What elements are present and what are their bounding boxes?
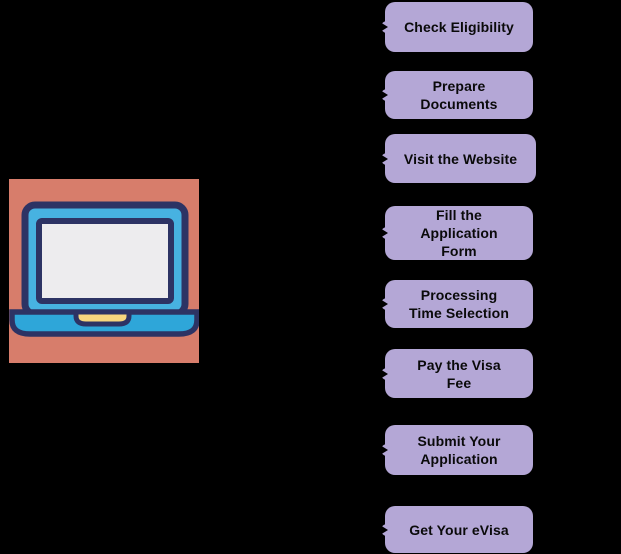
step-box-fill-application-form: Fill the Application Form [380, 206, 533, 260]
arrowhead-icon [380, 88, 393, 102]
step-label: Fill the Application Form [420, 207, 498, 259]
arrowhead-icon [380, 523, 393, 537]
step-box-processing-time: Processing Time Selection [380, 280, 533, 328]
step-box-check-eligibility: Check Eligibility [380, 2, 533, 52]
arrowhead-icon [380, 20, 393, 34]
laptop-tile [9, 179, 199, 363]
step-label: Processing Time Selection [409, 287, 509, 321]
step-label: Check Eligibility [404, 19, 514, 35]
arrowhead-icon [380, 443, 393, 457]
arrowhead-icon [380, 152, 393, 166]
step-label: Get Your eVisa [409, 521, 509, 538]
arrowhead-icon [380, 297, 393, 311]
laptop-icon [9, 201, 199, 337]
step-box-visit-website: Visit the Website [380, 134, 536, 183]
step-label: Visit the Website [403, 150, 518, 167]
step-box-submit-application: Submit Your Application [380, 425, 533, 475]
step-box-prepare-documents: Prepare Documents [380, 71, 533, 119]
step-box-pay-visa-fee: Pay the Visa Fee [380, 349, 533, 398]
arrowhead-icon [380, 367, 393, 381]
step-box-get-evisa: Get Your eVisa [380, 506, 533, 553]
step-label: Prepare Documents [420, 78, 498, 112]
step-label: Pay the Visa Fee [417, 356, 501, 391]
step-label: Submit Your Application [417, 433, 501, 467]
arrowhead-icon [380, 226, 393, 240]
